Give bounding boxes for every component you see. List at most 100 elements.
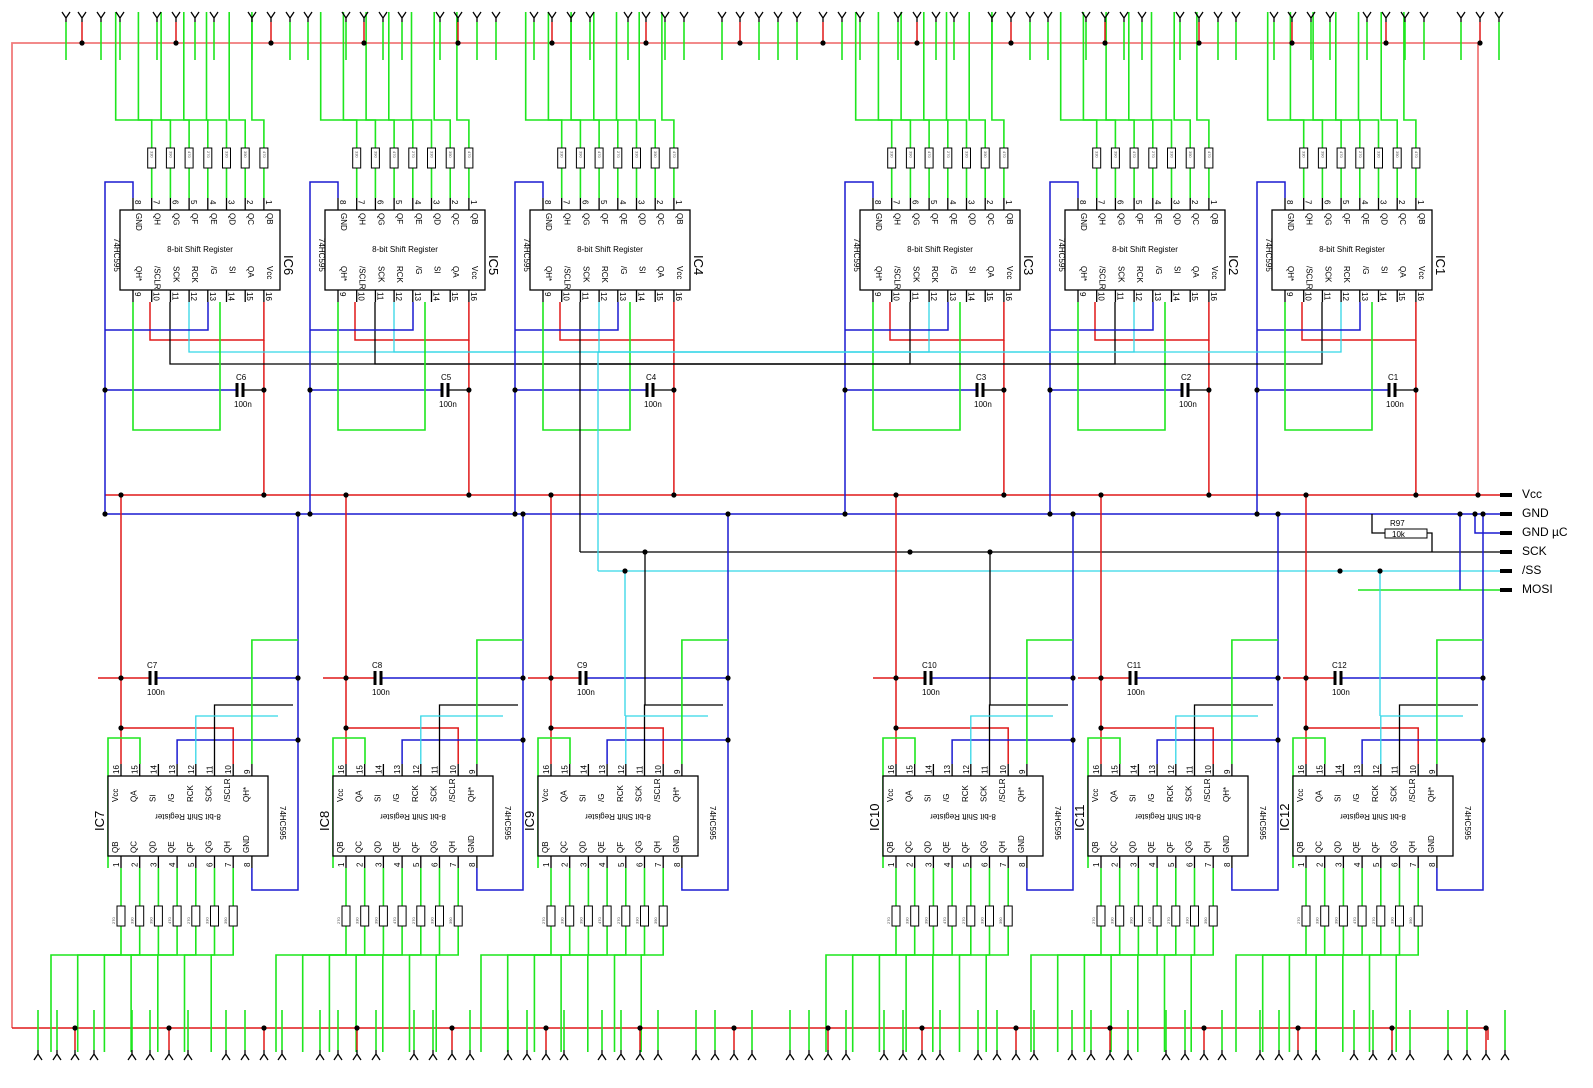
connector-pin-bottom xyxy=(259,1050,269,1061)
pin-label: RCK xyxy=(190,266,199,284)
pin-label: QA xyxy=(355,790,364,802)
rck-wire xyxy=(598,302,600,353)
pin-label: QC xyxy=(246,213,255,225)
pin-label: QE xyxy=(949,213,958,225)
rck-wire xyxy=(970,715,1053,764)
connector-pin-bottom xyxy=(1405,1050,1415,1061)
chip-part: 74HC595 xyxy=(852,238,861,272)
connector-block: Vcc GND GND µC SCK /SS MOSI xyxy=(1522,487,1568,596)
pin-number: 5 xyxy=(189,200,198,205)
led-wire-down xyxy=(435,926,460,1052)
series-resistor xyxy=(1208,905,1218,927)
pin-number: 2 xyxy=(450,200,459,205)
pin-label: QH* xyxy=(1079,266,1088,281)
resistor-value: 470 xyxy=(392,151,397,158)
connector-pin-top xyxy=(1119,11,1129,22)
resistor-value: 390 xyxy=(373,917,378,924)
connector-pin-top xyxy=(472,11,482,22)
resistor-value: 270 xyxy=(886,917,891,924)
pin-number: 8 xyxy=(1078,200,1087,205)
series-resistor xyxy=(172,905,182,927)
pin-label: SI xyxy=(1333,794,1342,802)
pin-label: /SCLR xyxy=(893,266,902,290)
series-resistor xyxy=(1148,147,1158,169)
pin-label: QA xyxy=(905,790,914,802)
pin-label: QF xyxy=(1166,842,1175,853)
connector-pin-top xyxy=(1287,11,1297,22)
pin-number: 12 xyxy=(617,765,626,774)
pin-number: 14 xyxy=(637,292,646,301)
resistor-value: 390 xyxy=(223,917,228,924)
junction-dot xyxy=(825,1025,831,1031)
pin-label: QB xyxy=(336,841,345,853)
series-resistor xyxy=(1133,905,1143,927)
pin-number: 15 xyxy=(1397,292,1406,301)
connector-pin-bottom xyxy=(935,1050,945,1061)
pin-label: QA xyxy=(130,790,139,802)
connector-pin-bottom xyxy=(240,1050,250,1061)
pin-number: 3 xyxy=(374,862,383,867)
pin-label: Vcc xyxy=(1296,789,1305,802)
junction-dot xyxy=(1483,1025,1489,1031)
junction-dot xyxy=(1303,725,1309,731)
junction-dot xyxy=(893,725,899,731)
chip-body xyxy=(1292,775,1454,857)
led-wire-up xyxy=(524,12,563,148)
capacitor-value: 100n xyxy=(147,688,165,697)
chip-body xyxy=(119,209,281,291)
connector-pin-top xyxy=(735,11,745,22)
pin-label: QH* xyxy=(134,266,143,281)
chip-title: 8-bit Shift Register xyxy=(380,812,446,821)
junction-dot xyxy=(725,675,731,681)
series-resistor xyxy=(632,147,641,169)
chip-name: IC4 xyxy=(691,255,706,275)
connector-pin-bottom xyxy=(503,1050,513,1061)
connector-pin-top xyxy=(115,11,125,22)
connector-pin-top xyxy=(303,11,313,22)
junction-dot xyxy=(1303,492,1309,498)
connector-pin-bottom xyxy=(1387,1050,1397,1061)
led-wire-down xyxy=(50,926,122,1052)
series-resistor xyxy=(184,147,194,169)
pin-label: /SCLR xyxy=(653,778,662,802)
connector-pin-bottom xyxy=(729,1050,739,1061)
resistor-value: 390 xyxy=(923,917,928,924)
series-resistor xyxy=(947,905,957,927)
junction-dot xyxy=(914,40,920,46)
pin-label: QF xyxy=(600,213,609,224)
pin-number: 15 xyxy=(906,765,915,774)
series-resistor xyxy=(1129,147,1139,169)
series-resistor xyxy=(557,147,567,169)
connector-pin-top xyxy=(1175,11,1185,22)
pin-label: /G xyxy=(414,266,423,274)
resistor-value: 390 xyxy=(1188,151,1193,158)
junction-dot xyxy=(1098,725,1104,731)
chip-body xyxy=(1087,775,1249,857)
series-resistor xyxy=(210,905,219,927)
pin-number: 12 xyxy=(929,292,938,301)
connector-pin-bottom xyxy=(747,1050,757,1061)
pin-label: SI xyxy=(433,266,442,274)
pin-number: 8 xyxy=(338,200,347,205)
vcc-bottom-rail xyxy=(12,1027,1489,1040)
connector-pin-bottom xyxy=(352,1050,362,1061)
pin-number: 16 xyxy=(1092,765,1101,774)
chip-part: 74HC595 xyxy=(1053,806,1062,840)
g-wire xyxy=(1156,739,1278,764)
connector-pin-bottom xyxy=(1067,1050,1077,1061)
led-wire-down xyxy=(640,926,665,1052)
resistor-value: 270 xyxy=(411,151,416,158)
pin-number: 12 xyxy=(599,292,608,301)
pin-number: 1 xyxy=(887,862,896,867)
pin-label: QH xyxy=(893,213,902,225)
junction-dot xyxy=(1206,492,1212,498)
junction-dot xyxy=(548,675,554,681)
pin-number: 10 xyxy=(999,765,1008,774)
pin-number: 3 xyxy=(1334,862,1343,867)
series-resistor xyxy=(621,905,631,927)
pin-number: 3 xyxy=(924,862,933,867)
pin-number: 5 xyxy=(1341,200,1350,205)
pin-number: 10 xyxy=(1409,765,1418,774)
pin-number: 13 xyxy=(393,765,402,774)
led-wire-down xyxy=(560,926,608,1052)
